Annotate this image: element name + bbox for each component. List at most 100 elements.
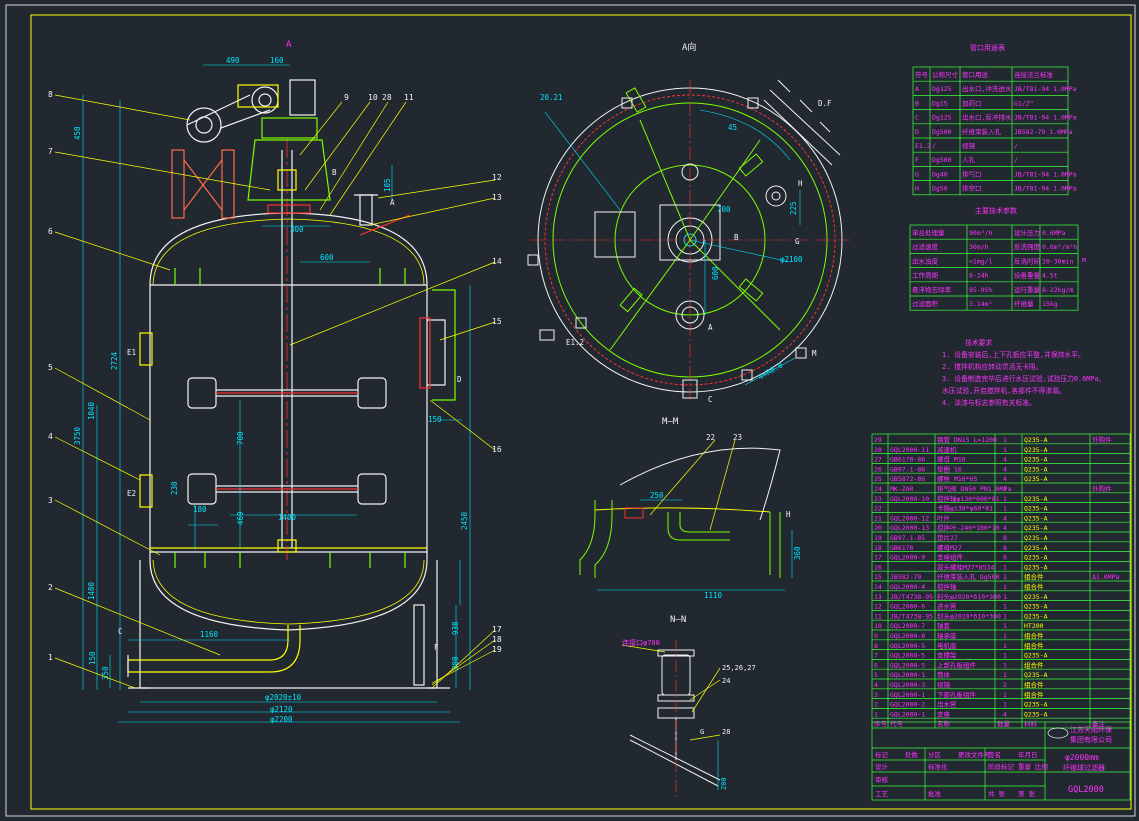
bom-row-name: 轴承座 <box>937 631 957 640</box>
bom-row-code: GQL2000-1 <box>890 671 925 679</box>
tech-cell: 30m/h <box>969 243 989 251</box>
svg-text:E2: E2 <box>127 489 136 498</box>
bom-row-material: Q235-A <box>1024 475 1048 483</box>
bom-row-code: GQL2000-3 <box>890 681 925 689</box>
svg-text:B: B <box>332 168 337 177</box>
bom-row-qty: 8 <box>1003 534 1007 542</box>
nozzle-header-cell: 符号 <box>915 70 929 79</box>
outer-border <box>5 4 1136 817</box>
tech-cell: 8-24h <box>969 272 989 280</box>
bom-row-code: GQL2000-1 <box>890 710 925 718</box>
svg-text:10: 10 <box>368 93 378 102</box>
nozzle-cell: 视镜 <box>962 141 976 150</box>
section-mm-texts: 22 23 250 1110 360 H <box>650 433 802 600</box>
nozzle-cell: H <box>915 185 919 193</box>
bom-row-name: 电机座 <box>937 641 957 650</box>
bom-row-code: GQL2000-6 <box>890 603 925 611</box>
svg-text:7: 7 <box>48 147 53 156</box>
bom-row-note: 外购件 <box>1092 435 1112 444</box>
nozzle-cell: A <box>915 85 919 93</box>
svg-text:3750: 3750 <box>73 426 82 445</box>
svg-text:5: 5 <box>48 363 53 372</box>
leader-numbers: 8 7 6 5 4 3 2 1 9 10 28 11 12 13 14 15 1… <box>48 90 502 662</box>
bom-row-name: 钢管 DN15 L=1200 <box>937 435 997 444</box>
tech-cell: <1mg/l <box>969 257 993 265</box>
title-block-cell: 审核 <box>875 775 889 784</box>
bom-row-material: Q235-A <box>1024 612 1048 620</box>
bom-row-number: 18 <box>874 544 882 552</box>
bom-row-material: Q235-A <box>1024 465 1048 473</box>
bom-row-code: GQL2000-5 <box>890 652 925 660</box>
bom-row-number: 29 <box>874 436 882 444</box>
bom-row-qty: 6 <box>1003 554 1007 562</box>
bom-row-code: GB5872-86 <box>890 475 925 483</box>
svg-text:D: D <box>457 375 462 384</box>
bom-row-number: 12 <box>874 603 882 611</box>
svg-text:225: 225 <box>789 201 798 215</box>
drawing-number: GQL2000 <box>1068 785 1104 795</box>
bom-row-qty: 1 <box>1003 701 1007 709</box>
svg-text:2: 2 <box>48 583 53 592</box>
nozzle-cell: C <box>915 114 919 122</box>
tech-cell: 90m³/h <box>969 229 993 237</box>
bom-row-material: Q235-A <box>1024 710 1048 718</box>
nozzle-cell: Dg125 <box>932 114 952 122</box>
bom-row-code: GQL2000-5 <box>890 642 925 650</box>
bom-row-code: GB97.1-85 <box>890 534 925 542</box>
bom-row-code: GQL2000-7 <box>890 622 925 630</box>
svg-text:350: 350 <box>101 666 110 680</box>
bom-row-code: GQL2000-2 <box>890 701 925 709</box>
bom-row-material: 组合件 <box>1024 660 1044 669</box>
bom-row-qty: 1 <box>1003 603 1007 611</box>
svg-text:469: 469 <box>236 511 245 525</box>
title-block-cell: 共 张 <box>988 789 1005 798</box>
bom-row-qty: 2 <box>1003 681 1007 689</box>
svg-text:4: 4 <box>48 432 53 441</box>
bom-row-number: 14 <box>874 583 882 591</box>
svg-text:360: 360 <box>793 546 802 560</box>
tech-cell: 设计压力 <box>1014 228 1040 237</box>
svg-text:300: 300 <box>290 225 304 234</box>
bom-row-number: 9 <box>874 632 878 640</box>
bom-row-material: Q235-A <box>1024 554 1048 562</box>
tech-cell: 纤维量 <box>1014 299 1034 308</box>
nozzle-cell: Dg500 <box>932 128 952 136</box>
bom-row-code: JB/T4738-95 <box>890 593 933 601</box>
bom-row-code: GQL2000-11 <box>890 446 929 454</box>
bom-row-material: 组合件 <box>1024 631 1044 640</box>
nozzle-header-cell: 公称尺寸 <box>932 70 959 79</box>
tech-table-title: 主要技术参数 <box>975 206 1017 215</box>
nozzle-cell: 出水口,冲洗进水 <box>962 84 1012 93</box>
svg-text:1110: 1110 <box>704 591 723 600</box>
nozzle-cell: 纤维束装入孔 <box>962 127 1002 136</box>
section-label-a: A <box>286 40 292 50</box>
nozzle-cell: 排空口 <box>962 184 982 193</box>
bom-row-material: Q235-A <box>1024 505 1048 513</box>
svg-text:2. 搅拌机构应转动灵活无卡阻。: 2. 搅拌机构应转动灵活无卡阻。 <box>942 362 1043 371</box>
title-block-cell: 批准 <box>928 789 942 798</box>
nozzle-cell: / <box>1014 142 1018 150</box>
bom-row-number: 8 <box>874 642 878 650</box>
svg-text:20.21: 20.21 <box>540 93 563 102</box>
tech-cell: 出水浊度 <box>912 256 939 265</box>
bom-row-name: 进水管 <box>937 602 957 611</box>
svg-text:200: 200 <box>720 777 728 790</box>
svg-text:13: 13 <box>492 193 502 202</box>
title-block-cell: 标记 <box>875 750 889 759</box>
tech-cell: 8-22kg/m <box>1042 286 1073 294</box>
bom-row-name: 支撑架 <box>937 651 957 660</box>
bom-row-qty: 1 <box>1003 622 1007 630</box>
svg-text:G: G <box>700 728 704 736</box>
nozzle-cell: JB/T81-94 1.0MPa <box>1014 170 1077 178</box>
svg-text:2450: 2450 <box>460 511 469 530</box>
bom-row-name: 垫圈 16 <box>937 464 962 473</box>
nozzle-cell: Dg500 <box>932 156 952 164</box>
leader-lines <box>54 94 496 689</box>
bom-row-name: 出水管 <box>937 700 957 709</box>
bom-row-qty: 1 <box>1003 632 1007 640</box>
bom-row-material: Q235-A <box>1024 446 1048 454</box>
top-view-dimensions <box>544 109 801 386</box>
section-nn-view <box>621 640 721 800</box>
bom-row-qty: 1 <box>1003 495 1007 503</box>
